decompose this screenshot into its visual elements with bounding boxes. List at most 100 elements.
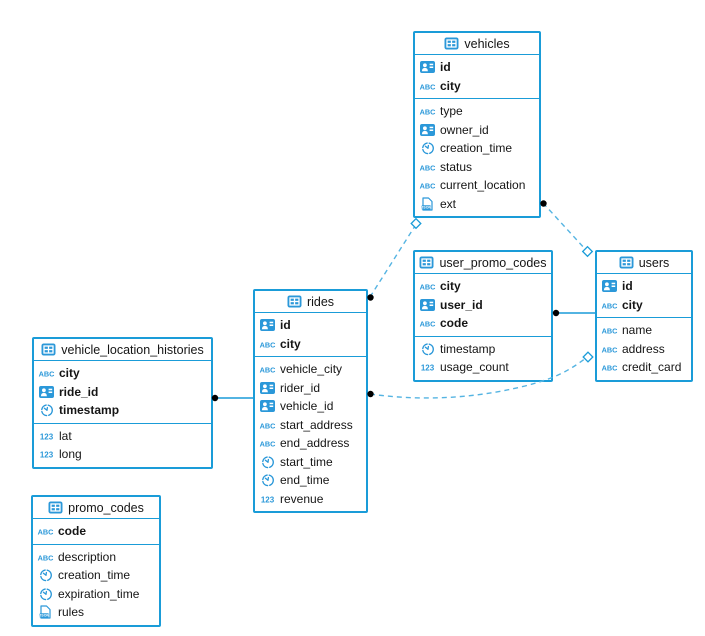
time-icon: [259, 455, 276, 469]
text-icon: ABC: [601, 344, 618, 354]
field-row-users-address[interactable]: ABC address: [597, 340, 691, 359]
field-name: code: [440, 316, 469, 331]
field-row-vehicle_location_histories-city[interactable]: ABC city: [34, 364, 211, 383]
field-row-rides-end_time[interactable]: end_time: [255, 471, 366, 490]
table-icon: [41, 343, 56, 356]
field-row-vehicles-status[interactable]: ABC status: [415, 158, 539, 177]
field-row-rides-id[interactable]: id: [255, 316, 366, 335]
table-header[interactable]: users: [597, 252, 691, 274]
field-row-vehicles-type[interactable]: ABC type: [415, 102, 539, 121]
svg-text:ABC: ABC: [420, 108, 436, 117]
field-row-rides-start_time[interactable]: start_time: [255, 453, 366, 472]
svg-text:ABC: ABC: [420, 182, 436, 191]
field-name: rules: [58, 605, 85, 620]
table-header[interactable]: user_promo_codes: [415, 252, 551, 274]
uuid-icon: [419, 61, 436, 74]
uuid-icon: [259, 400, 276, 413]
relationship-line-rides-to-vehicles: [369, 225, 416, 298]
table-icon: [287, 295, 302, 308]
svg-text:ABC: ABC: [260, 340, 276, 349]
field-name: revenue: [280, 491, 324, 506]
svg-text:ABC: ABC: [39, 370, 55, 379]
field-name: name: [622, 323, 653, 338]
field-row-user_promo_codes-code[interactable]: ABC code: [415, 314, 551, 333]
field-row-vehicle_location_histories-timestamp[interactable]: timestamp: [34, 401, 211, 420]
field-name: city: [440, 78, 461, 93]
field-row-vehicle_location_histories-ride_id[interactable]: ride_id: [34, 383, 211, 402]
text-icon: ABC: [419, 281, 436, 292]
text-icon: ABC: [259, 339, 276, 349]
field-name: city: [59, 366, 80, 381]
field-name: start_time: [280, 454, 333, 469]
field-row-promo_codes-creation_time[interactable]: creation_time: [33, 566, 159, 585]
table-header[interactable]: vehicle_location_histories: [34, 339, 211, 361]
relationship-line-vehicles-to-users: [542, 202, 587, 251]
field-row-user_promo_codes-timestamp[interactable]: timestamp: [415, 340, 551, 359]
field-row-rides-rider_id[interactable]: rider_id: [255, 379, 366, 398]
field-row-rides-vehicle_id[interactable]: vehicle_id: [255, 397, 366, 416]
table-header[interactable]: promo_codes: [33, 497, 159, 519]
field-name: type: [440, 104, 463, 119]
time-icon: [259, 473, 276, 487]
field-name: owner_id: [440, 122, 489, 137]
field-row-users-id[interactable]: id: [597, 277, 691, 296]
time-icon: [38, 403, 55, 417]
field-name: rider_id: [280, 380, 321, 395]
table-header[interactable]: rides: [255, 291, 366, 313]
field-row-vehicles-owner_id[interactable]: owner_id: [415, 121, 539, 140]
cardinality-dot: [552, 309, 560, 317]
field-name: end_time: [280, 473, 330, 488]
table-header[interactable]: vehicles: [415, 33, 539, 55]
svg-text:ABC: ABC: [260, 421, 276, 430]
field-row-promo_codes-expiration_time[interactable]: expiration_time: [33, 585, 159, 604]
svg-text:ABC: ABC: [420, 163, 436, 172]
cardinality-dot: [367, 294, 374, 301]
field-row-user_promo_codes-user_id[interactable]: user_id: [415, 296, 551, 315]
text-icon: ABC: [601, 362, 618, 373]
field-name: address: [622, 341, 665, 356]
field-name: creation_time: [440, 141, 513, 156]
field-name: status: [440, 159, 473, 174]
field-row-vehicles-id[interactable]: id: [415, 58, 539, 77]
svg-text:JSON: JSON: [421, 205, 431, 209]
table-icon: [419, 256, 434, 269]
field-row-vehicles-creation_time[interactable]: creation_time: [415, 139, 539, 158]
text-icon: ABC: [419, 318, 436, 329]
table-title: promo_codes: [68, 500, 144, 515]
cardinality-diamond: [582, 351, 594, 363]
number-icon: 123: [419, 362, 436, 372]
text-icon: ABC: [419, 162, 436, 172]
field-name: end_address: [280, 436, 350, 451]
